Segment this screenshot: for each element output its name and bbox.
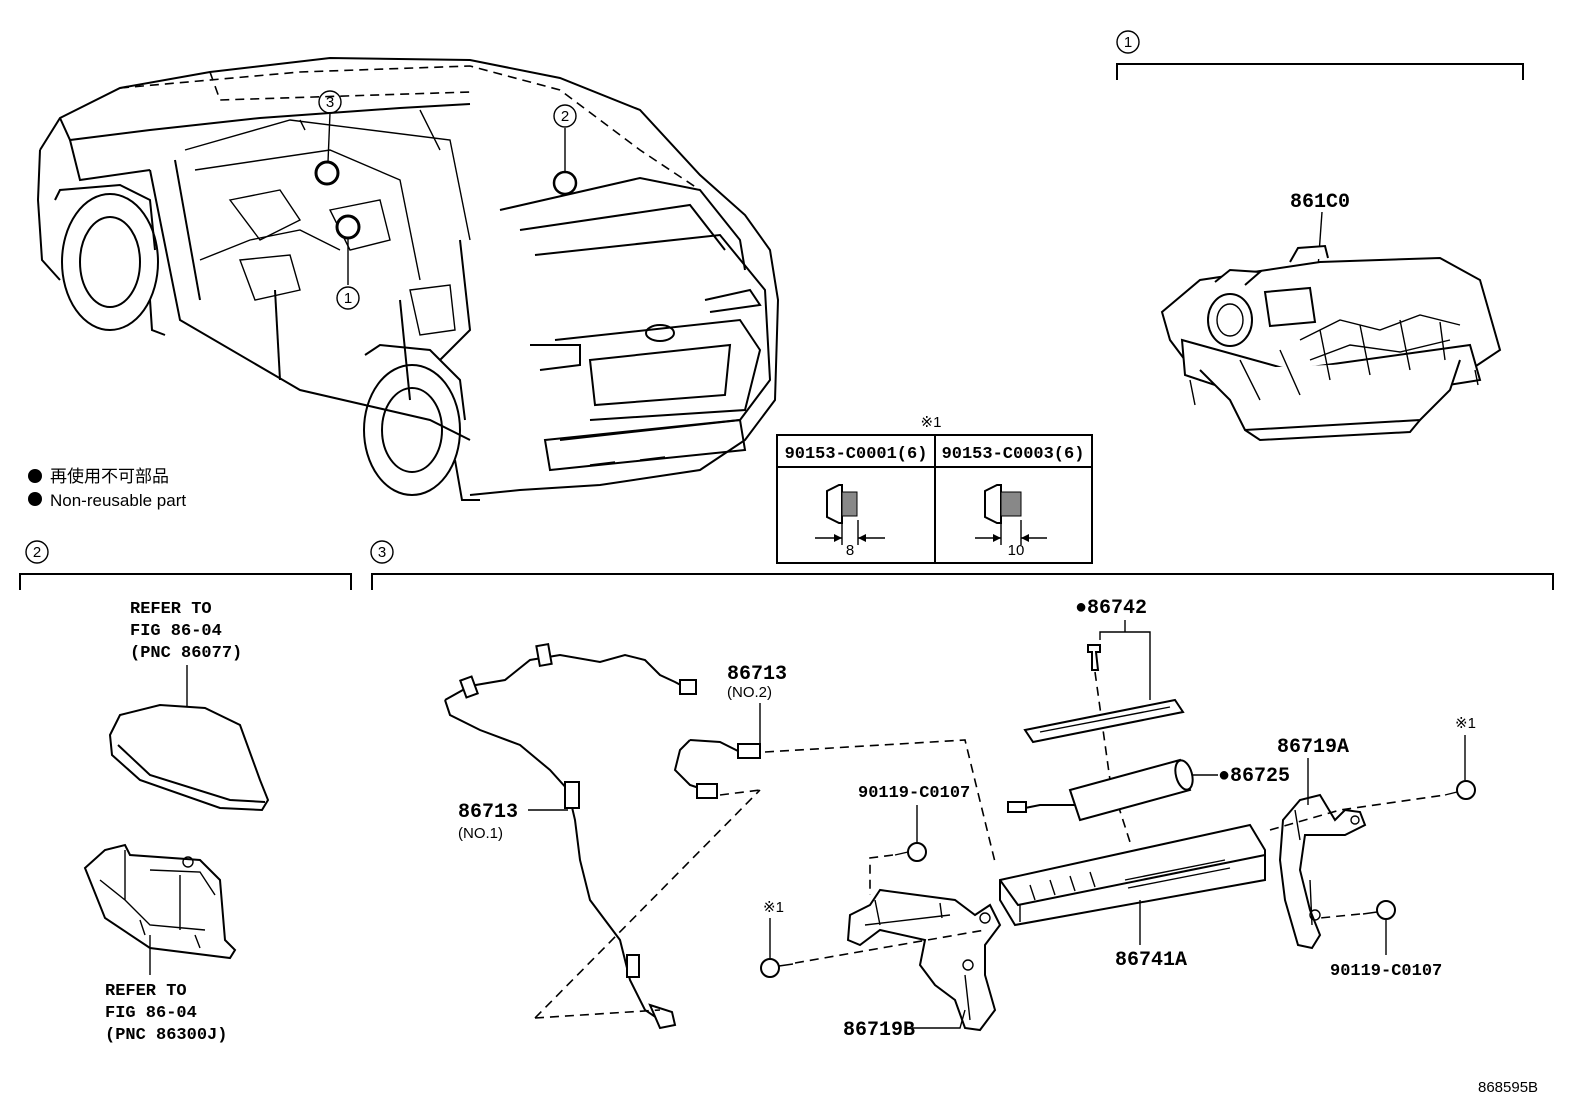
part-861C0 <box>1160 244 1502 442</box>
antenna-base-unit <box>83 843 237 960</box>
pad-86742 <box>1023 698 1185 744</box>
bolt-table-note: ※1 <box>921 414 942 431</box>
bolt-10-icon <box>975 484 1047 545</box>
bolt-col1-part: 90153-C0001(6) <box>785 445 928 464</box>
bolt-note-right <box>1444 780 1476 800</box>
group-3-callout: 3 <box>378 544 386 561</box>
ref1-line1: REFER TO <box>130 600 212 619</box>
cylinder-86725 <box>1007 758 1194 822</box>
part-86719A-label: 86719A <box>1277 736 1349 759</box>
callout-1-label: 1 <box>344 290 352 307</box>
note-1-right: ※1 <box>1455 715 1476 732</box>
part-90119-b-label: 90119-C0107 <box>1330 962 1442 981</box>
bolt-90119-b <box>1362 900 1396 920</box>
bolt-col2-part: 90153-C0003(6) <box>942 445 1085 464</box>
ref2-line2: FIG 86-04 <box>105 1004 197 1023</box>
legend: 再使用不可部品 Non-reusable part <box>28 466 186 510</box>
bracket-86719A <box>1278 793 1367 950</box>
part-861C0-label: 861C0 <box>1290 191 1350 214</box>
callout-3-vehicle: 3 <box>318 90 342 114</box>
unit-86741A <box>999 823 1266 927</box>
part-86741A-label: 86741A <box>1115 949 1187 972</box>
vehicle-illustration <box>36 56 780 501</box>
bracket-86719B <box>846 888 1002 1032</box>
part-86719B-label: 86719B <box>843 1019 915 1042</box>
ref1-line2: FIG 86-04 <box>130 622 222 641</box>
bolt-90119-a <box>894 842 927 862</box>
bolt-col1-length: 8 <box>846 542 854 559</box>
group-3: 3 86713 (NO.1) 86713 (NO.2) <box>370 540 1554 1042</box>
callout-2-label: 2 <box>561 108 569 125</box>
bolt-note-left <box>760 958 794 978</box>
legend-jp: 再使用不可部品 <box>50 466 169 486</box>
part-86742-label: ●86742 <box>1075 597 1147 620</box>
non-reusable-dot-icon <box>28 492 42 506</box>
legend-en: Non-reusable part <box>50 491 186 510</box>
diagram-id: 868595B <box>1478 1079 1538 1096</box>
callout-2-vehicle: 2 <box>553 104 577 128</box>
cable-86713-no2 <box>673 739 761 799</box>
ref1-line3: (PNC 86077) <box>130 644 242 663</box>
screw-86742 <box>1087 644 1101 671</box>
part-86713-no1-sub: (NO.1) <box>458 825 503 842</box>
part-86713-no2-sub: (NO.2) <box>727 684 772 701</box>
bolt-col2-length: 10 <box>1008 542 1025 559</box>
group-1-callout: 1 <box>1124 34 1132 51</box>
callout-1-vehicle: 1 <box>336 286 360 310</box>
group-2-callout: 2 <box>33 544 41 561</box>
ref2-line3: (PNC 86300J) <box>105 1026 227 1045</box>
bolt-table: ※1 90153-C0001(6) 90153-C0003(6) 8 10 <box>776 414 1093 564</box>
part-86725-label: ●86725 <box>1218 765 1290 788</box>
group-1: 1 861C0 <box>1116 30 1524 442</box>
part-86713-no1-label: 86713 <box>458 801 518 824</box>
part-86713-no2-label: 86713 <box>727 663 787 686</box>
part-90119-a-label: 90119-C0107 <box>858 784 970 803</box>
bolt-8-icon <box>815 484 885 545</box>
group-2: 2 REFER TO FIG 86-04 (PNC 86077) REFER T… <box>19 540 352 1045</box>
shark-fin-antenna <box>108 703 270 812</box>
cable-86713-no1 <box>444 642 697 1030</box>
ref2-line1: REFER TO <box>105 982 187 1001</box>
callout-3-label: 3 <box>326 94 334 111</box>
note-1-left: ※1 <box>763 899 784 916</box>
non-reusable-dot-icon <box>28 469 42 483</box>
